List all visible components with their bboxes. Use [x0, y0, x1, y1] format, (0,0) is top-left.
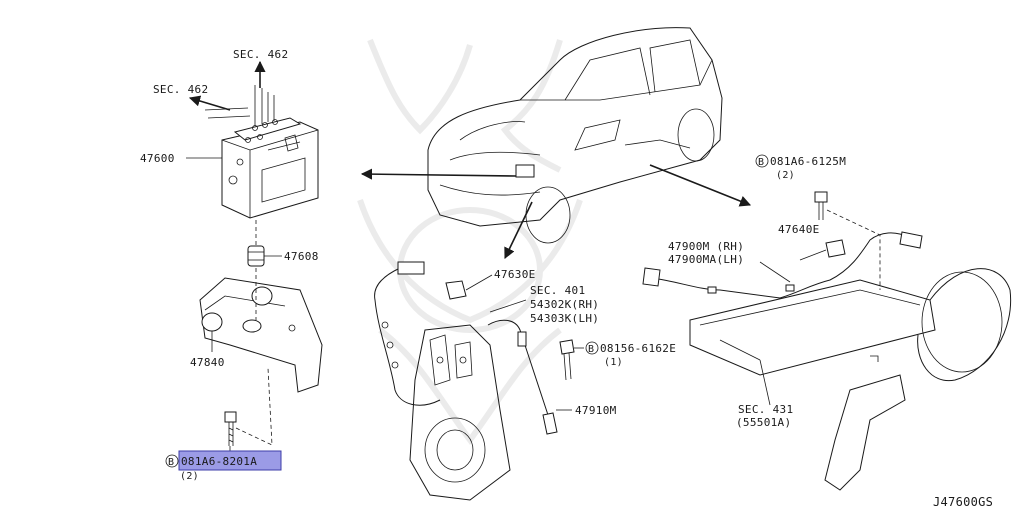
- b-marker-icon: [585, 341, 599, 355]
- label-47840[interactable]: 47840: [190, 356, 225, 369]
- label-08156-6162e-qty: (1): [604, 357, 623, 368]
- bracket-47840[interactable]: [199, 277, 323, 393]
- b-marker-label: B: [588, 344, 594, 355]
- b-marker-icon: [165, 454, 179, 468]
- rear-wheel-sensor-47900m[interactable]: [642, 231, 923, 299]
- label-sec462-left[interactable]: SEC. 462: [153, 83, 208, 96]
- bolt-081a6-8201a[interactable]: [224, 411, 237, 446]
- b-marker-label: B: [758, 157, 764, 168]
- label-47640e[interactable]: 47640E: [778, 223, 820, 236]
- label-54303k[interactable]: 54303K(LH): [530, 312, 599, 325]
- rear-axle-55501a[interactable]: [689, 268, 1012, 491]
- vehicle-silhouette: [427, 27, 723, 244]
- label-081a6-8201a-qty: (2): [180, 471, 199, 482]
- bushing-47608[interactable]: [247, 245, 265, 267]
- label-sec431[interactable]: SEC. 431: [738, 403, 793, 416]
- label-47900m[interactable]: 47900M (RH): [668, 240, 744, 253]
- label-47900ma[interactable]: 47900MA(LH): [668, 253, 744, 266]
- diagram-id: J47600GS: [933, 495, 993, 509]
- front-knuckle-54302k[interactable]: [409, 324, 511, 501]
- label-47608[interactable]: 47608: [284, 250, 319, 263]
- highlight-box: [178, 450, 282, 471]
- b-marker-icon: [755, 154, 769, 168]
- label-47630e[interactable]: 47630E: [494, 268, 536, 281]
- bolt-08156-6162e[interactable]: [559, 339, 575, 381]
- label-54302k[interactable]: 54302K(RH): [530, 298, 599, 311]
- label-47600[interactable]: 47600: [140, 152, 175, 165]
- b-marker-label: B: [168, 457, 174, 468]
- label-group: SEC. 462 SEC. 462 47600 47608 47840 B 08…: [140, 48, 993, 509]
- label-08156-6162e[interactable]: 08156-6162E: [600, 342, 676, 355]
- label-sec401[interactable]: SEC. 401: [530, 284, 585, 297]
- bracket-47640e[interactable]: [825, 239, 846, 258]
- front-wheel-sensor-47910m[interactable]: [374, 261, 558, 435]
- abs-actuator-47600[interactable]: [204, 85, 319, 219]
- label-081a6-6125m[interactable]: 081A6-6125M: [770, 155, 846, 168]
- highlighted-part-callout[interactable]: B 081A6-8201A (2): [165, 450, 282, 482]
- label-55501a[interactable]: (55501A): [736, 416, 791, 429]
- label-47910m[interactable]: 47910M: [575, 404, 617, 417]
- clip-47630e[interactable]: [445, 280, 467, 300]
- label-081a6-6125m-qty: (2): [776, 170, 795, 181]
- label-081a6-8201a[interactable]: 081A6-8201A: [181, 455, 257, 468]
- bolt-081a6-6125m[interactable]: [814, 191, 828, 220]
- label-sec462-top[interactable]: SEC. 462: [233, 48, 288, 61]
